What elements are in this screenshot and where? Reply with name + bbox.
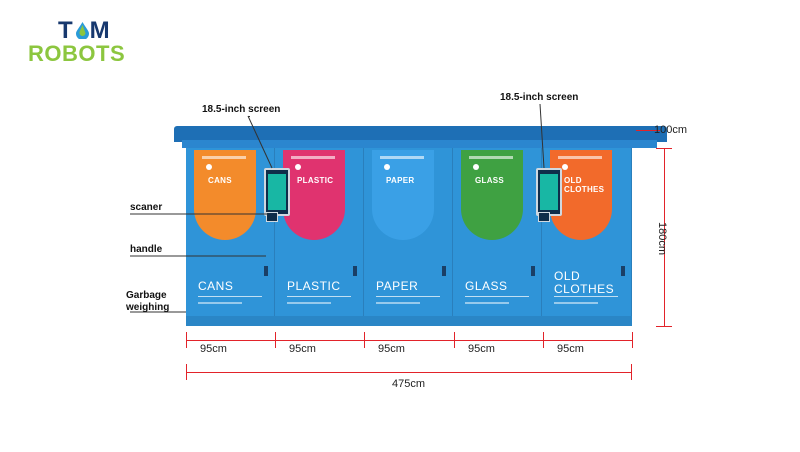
- callout-weighing-line2: weighing: [126, 302, 170, 313]
- bin-door-label: PLASTIC: [297, 176, 334, 185]
- dimension-unit-width: 95cm: [378, 343, 405, 355]
- unit-glass: GLASS GLASS: [453, 148, 542, 326]
- unit-name: PLASTIC: [287, 279, 341, 293]
- cabinet-base: [186, 316, 632, 326]
- unit-name: GLASS: [465, 279, 508, 293]
- callout-weighing-line1: Garbage: [126, 290, 167, 301]
- machine-roof: [174, 126, 667, 142]
- dimension-unit-width: 95cm: [289, 343, 316, 355]
- dimension-total-width: 475cm: [392, 378, 426, 390]
- dimension-height: 180cm: [656, 222, 668, 256]
- bin-door-label: PAPER: [386, 176, 415, 185]
- touch-screen-left: [264, 168, 290, 216]
- bin-door: GLASS: [461, 150, 523, 240]
- scanner-left: [266, 212, 278, 222]
- unit-name: CANS: [198, 279, 234, 293]
- callout-screen-left: 18.5-inch screen: [202, 104, 281, 115]
- dimension-unit-width: 95cm: [200, 343, 227, 355]
- scanner-right: [538, 212, 550, 222]
- logo-wordmark-bottom: ROBOTS: [28, 41, 126, 66]
- unit-name: PAPER: [376, 279, 419, 293]
- door-handle: [264, 266, 268, 276]
- door-handle: [531, 266, 535, 276]
- water-drop-icon: [76, 22, 89, 39]
- unit-cans: CANS CANS: [186, 148, 275, 326]
- dimension-line-height: [664, 148, 665, 326]
- bin-door: CANS: [194, 150, 256, 240]
- bin-door-label: CANS: [208, 176, 232, 185]
- bin-door: PLASTIC: [283, 150, 345, 240]
- callout-handle: handle: [130, 244, 163, 255]
- dimension-unit-width: 95cm: [468, 343, 495, 355]
- unit-name: OLD CLOTHES: [554, 269, 615, 296]
- bin-door: PAPER: [372, 150, 434, 240]
- callout-scanner: scaner: [130, 202, 163, 213]
- dimension-unit-width: 95cm: [557, 343, 584, 355]
- door-handle: [621, 266, 625, 276]
- callout-screen-right: 18.5-inch screen: [500, 92, 579, 103]
- dimension-line-units: [186, 340, 632, 341]
- door-handle: [353, 266, 357, 276]
- bin-door-label: GLASS: [475, 176, 505, 185]
- dimension-roof: 100cm: [654, 124, 688, 136]
- machine-roof-rim: [182, 140, 657, 148]
- recycling-machine: CANS CANS PLASTIC PLASTIC PAPER PAPER GLASS…: [186, 148, 632, 326]
- dimension-line-roof: [636, 130, 660, 131]
- door-handle: [442, 266, 446, 276]
- bin-door-label: OLD CLOTHES: [564, 176, 605, 194]
- dimension-line-total: [186, 372, 632, 373]
- unit-paper: PAPER PAPER: [364, 148, 453, 326]
